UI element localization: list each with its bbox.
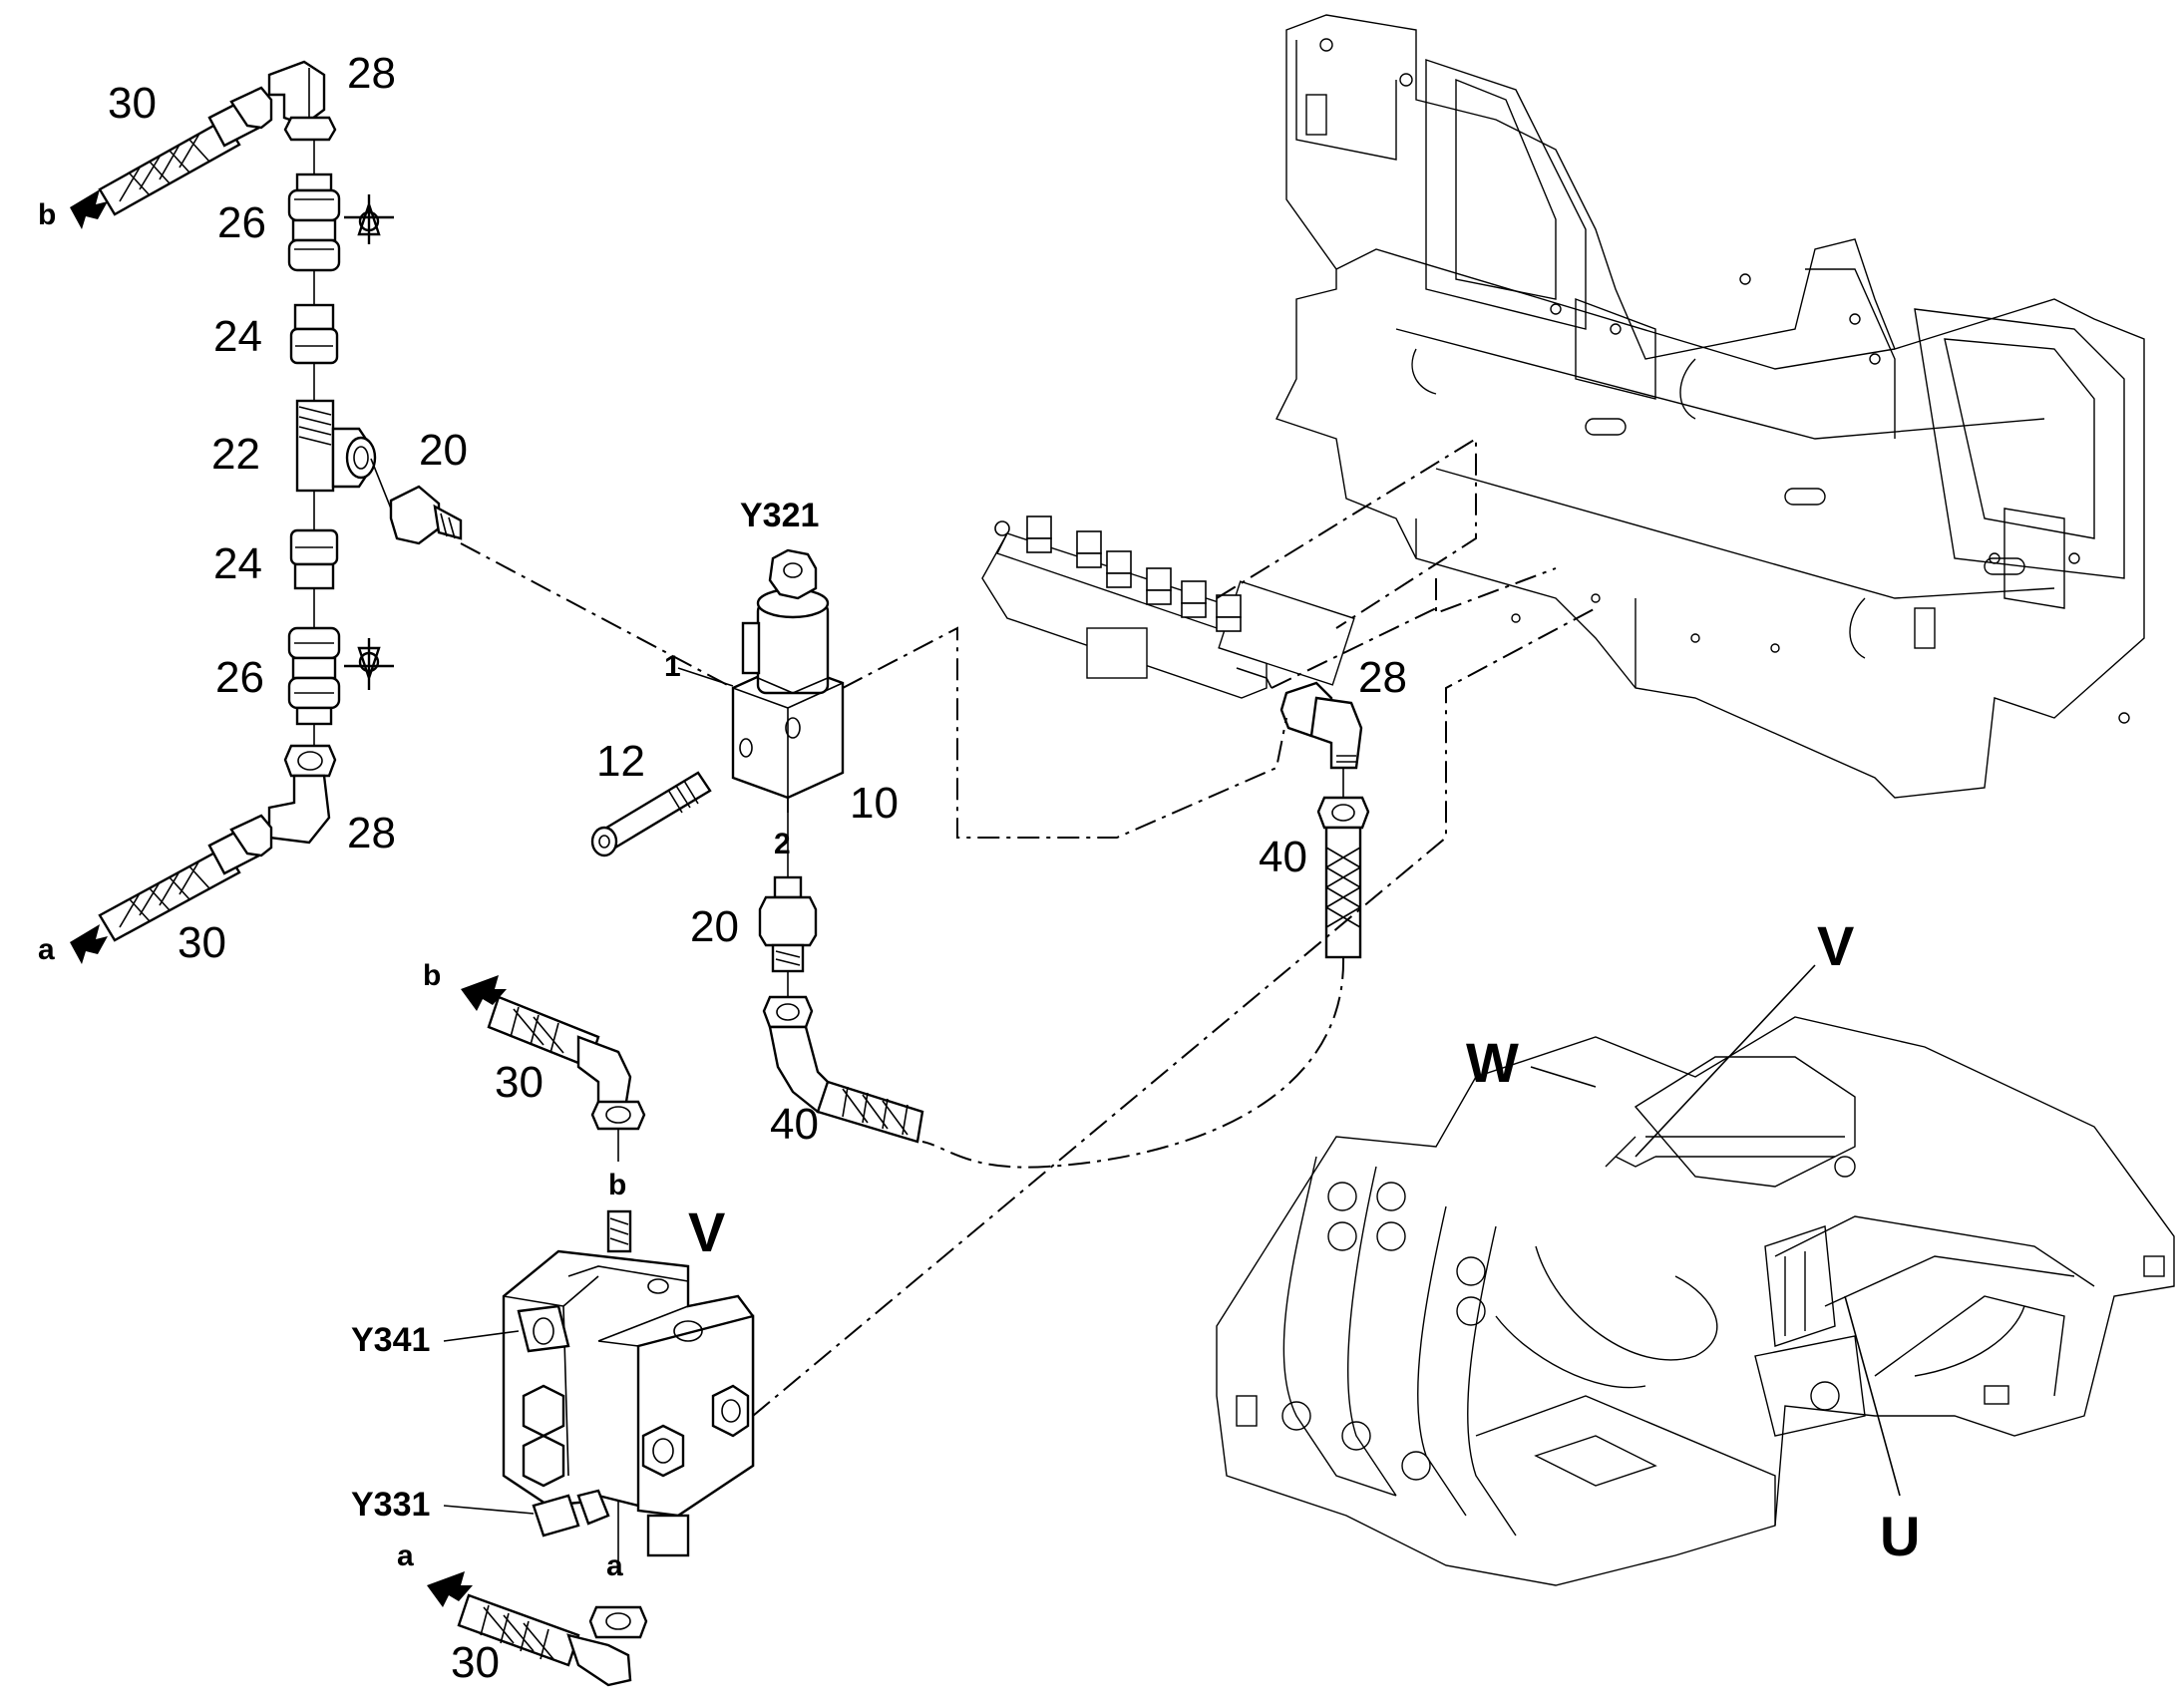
label-solenoid-y341: Y341	[351, 1321, 430, 1359]
label-part-26-bot: 26	[215, 653, 264, 702]
label-part-24-mid: 24	[213, 539, 262, 588]
label-port-2: 2	[774, 828, 791, 860]
label-view-v: V	[1817, 914, 1854, 977]
label-solenoid-y321: Y321	[740, 497, 819, 534]
label-part-30-top: 30	[108, 79, 157, 128]
label-port-a-valve: a	[606, 1549, 623, 1582]
label-view-w: W	[1466, 1031, 1519, 1094]
hose-30-mid	[487, 995, 646, 1162]
label-part-24-top: 24	[213, 312, 262, 361]
label-valve-v: V	[688, 1200, 725, 1263]
solenoid-valve-y321	[731, 548, 845, 800]
hose-40-right	[1316, 768, 1370, 959]
hose-40-bot	[762, 971, 924, 1144]
label-part-28-right: 28	[1358, 653, 1407, 702]
label-part-26-top: 26	[217, 198, 266, 247]
check-valve-symbol-bot-icon	[344, 638, 394, 690]
machine-frame-drawing	[1275, 14, 2145, 799]
label-part-20-bot: 20	[690, 902, 739, 951]
label-part-12: 12	[596, 737, 645, 786]
connection-lines	[460, 437, 1597, 1417]
label-part-30-bot: 30	[451, 1638, 500, 1687]
label-part-30-mid: 30	[495, 1058, 544, 1107]
label-part-28-bot: 28	[347, 809, 396, 857]
label-part-40-right: 40	[1259, 833, 1307, 881]
label-part-22: 22	[211, 430, 260, 479]
leader-y341	[443, 1330, 520, 1342]
check-valve-symbol-top-icon	[344, 194, 394, 244]
check-valve-26-bot	[287, 588, 341, 746]
label-part-30-left: 30	[178, 918, 226, 967]
label-port-a-left: a	[38, 933, 55, 966]
flow-arrow-b-top-icon	[70, 189, 108, 229]
label-port-a-bot: a	[397, 1539, 414, 1572]
label-port-b-mid: b	[423, 959, 441, 992]
elbow-fitting-28-bot	[267, 744, 337, 845]
distribution-manifold	[981, 515, 1355, 699]
label-part-28-top: 28	[347, 49, 396, 98]
tee-fitting-22	[295, 363, 377, 493]
flow-arrow-b-mid-icon	[461, 975, 507, 1011]
adapter-20-bot	[758, 798, 818, 973]
hose-30-bot	[457, 1593, 648, 1687]
check-valve-26-top	[287, 140, 341, 272]
flow-arrow-a-bot-icon	[427, 1571, 473, 1607]
label-part-40-bot: 40	[770, 1100, 819, 1149]
leader-w-view	[1530, 1066, 1597, 1088]
left-fitting-stack	[98, 60, 463, 942]
label-port-b-top: b	[38, 198, 56, 231]
leader-v-view	[1635, 964, 1816, 1158]
label-port-1: 1	[664, 650, 681, 683]
leader-y331	[443, 1505, 535, 1515]
label-solenoid-y331: Y331	[351, 1486, 430, 1524]
nut-24-mid	[289, 491, 339, 590]
hose-30-top	[98, 86, 273, 216]
label-port-b-valve: b	[608, 1169, 626, 1201]
callout-labels: 30 28 b 26 24 22 20 24 26 28 a 30 Y321 1…	[38, 49, 1920, 1687]
overview-machine-drawing	[1216, 1016, 2175, 1586]
adapter-20-top	[370, 458, 463, 545]
screw-12	[590, 771, 712, 857]
flow-arrow-a-left-icon	[70, 924, 108, 964]
label-view-u: U	[1880, 1505, 1920, 1567]
elbow-fitting-28-right	[1279, 681, 1363, 770]
label-part-20-top: 20	[419, 426, 468, 475]
label-part-10: 10	[850, 779, 899, 828]
elbow-fitting-28-top	[267, 60, 337, 142]
nut-24-top	[289, 271, 339, 365]
leader-u-view	[1844, 1295, 1901, 1497]
valve-block-v	[502, 1209, 755, 1575]
hose-30-left	[98, 814, 273, 942]
